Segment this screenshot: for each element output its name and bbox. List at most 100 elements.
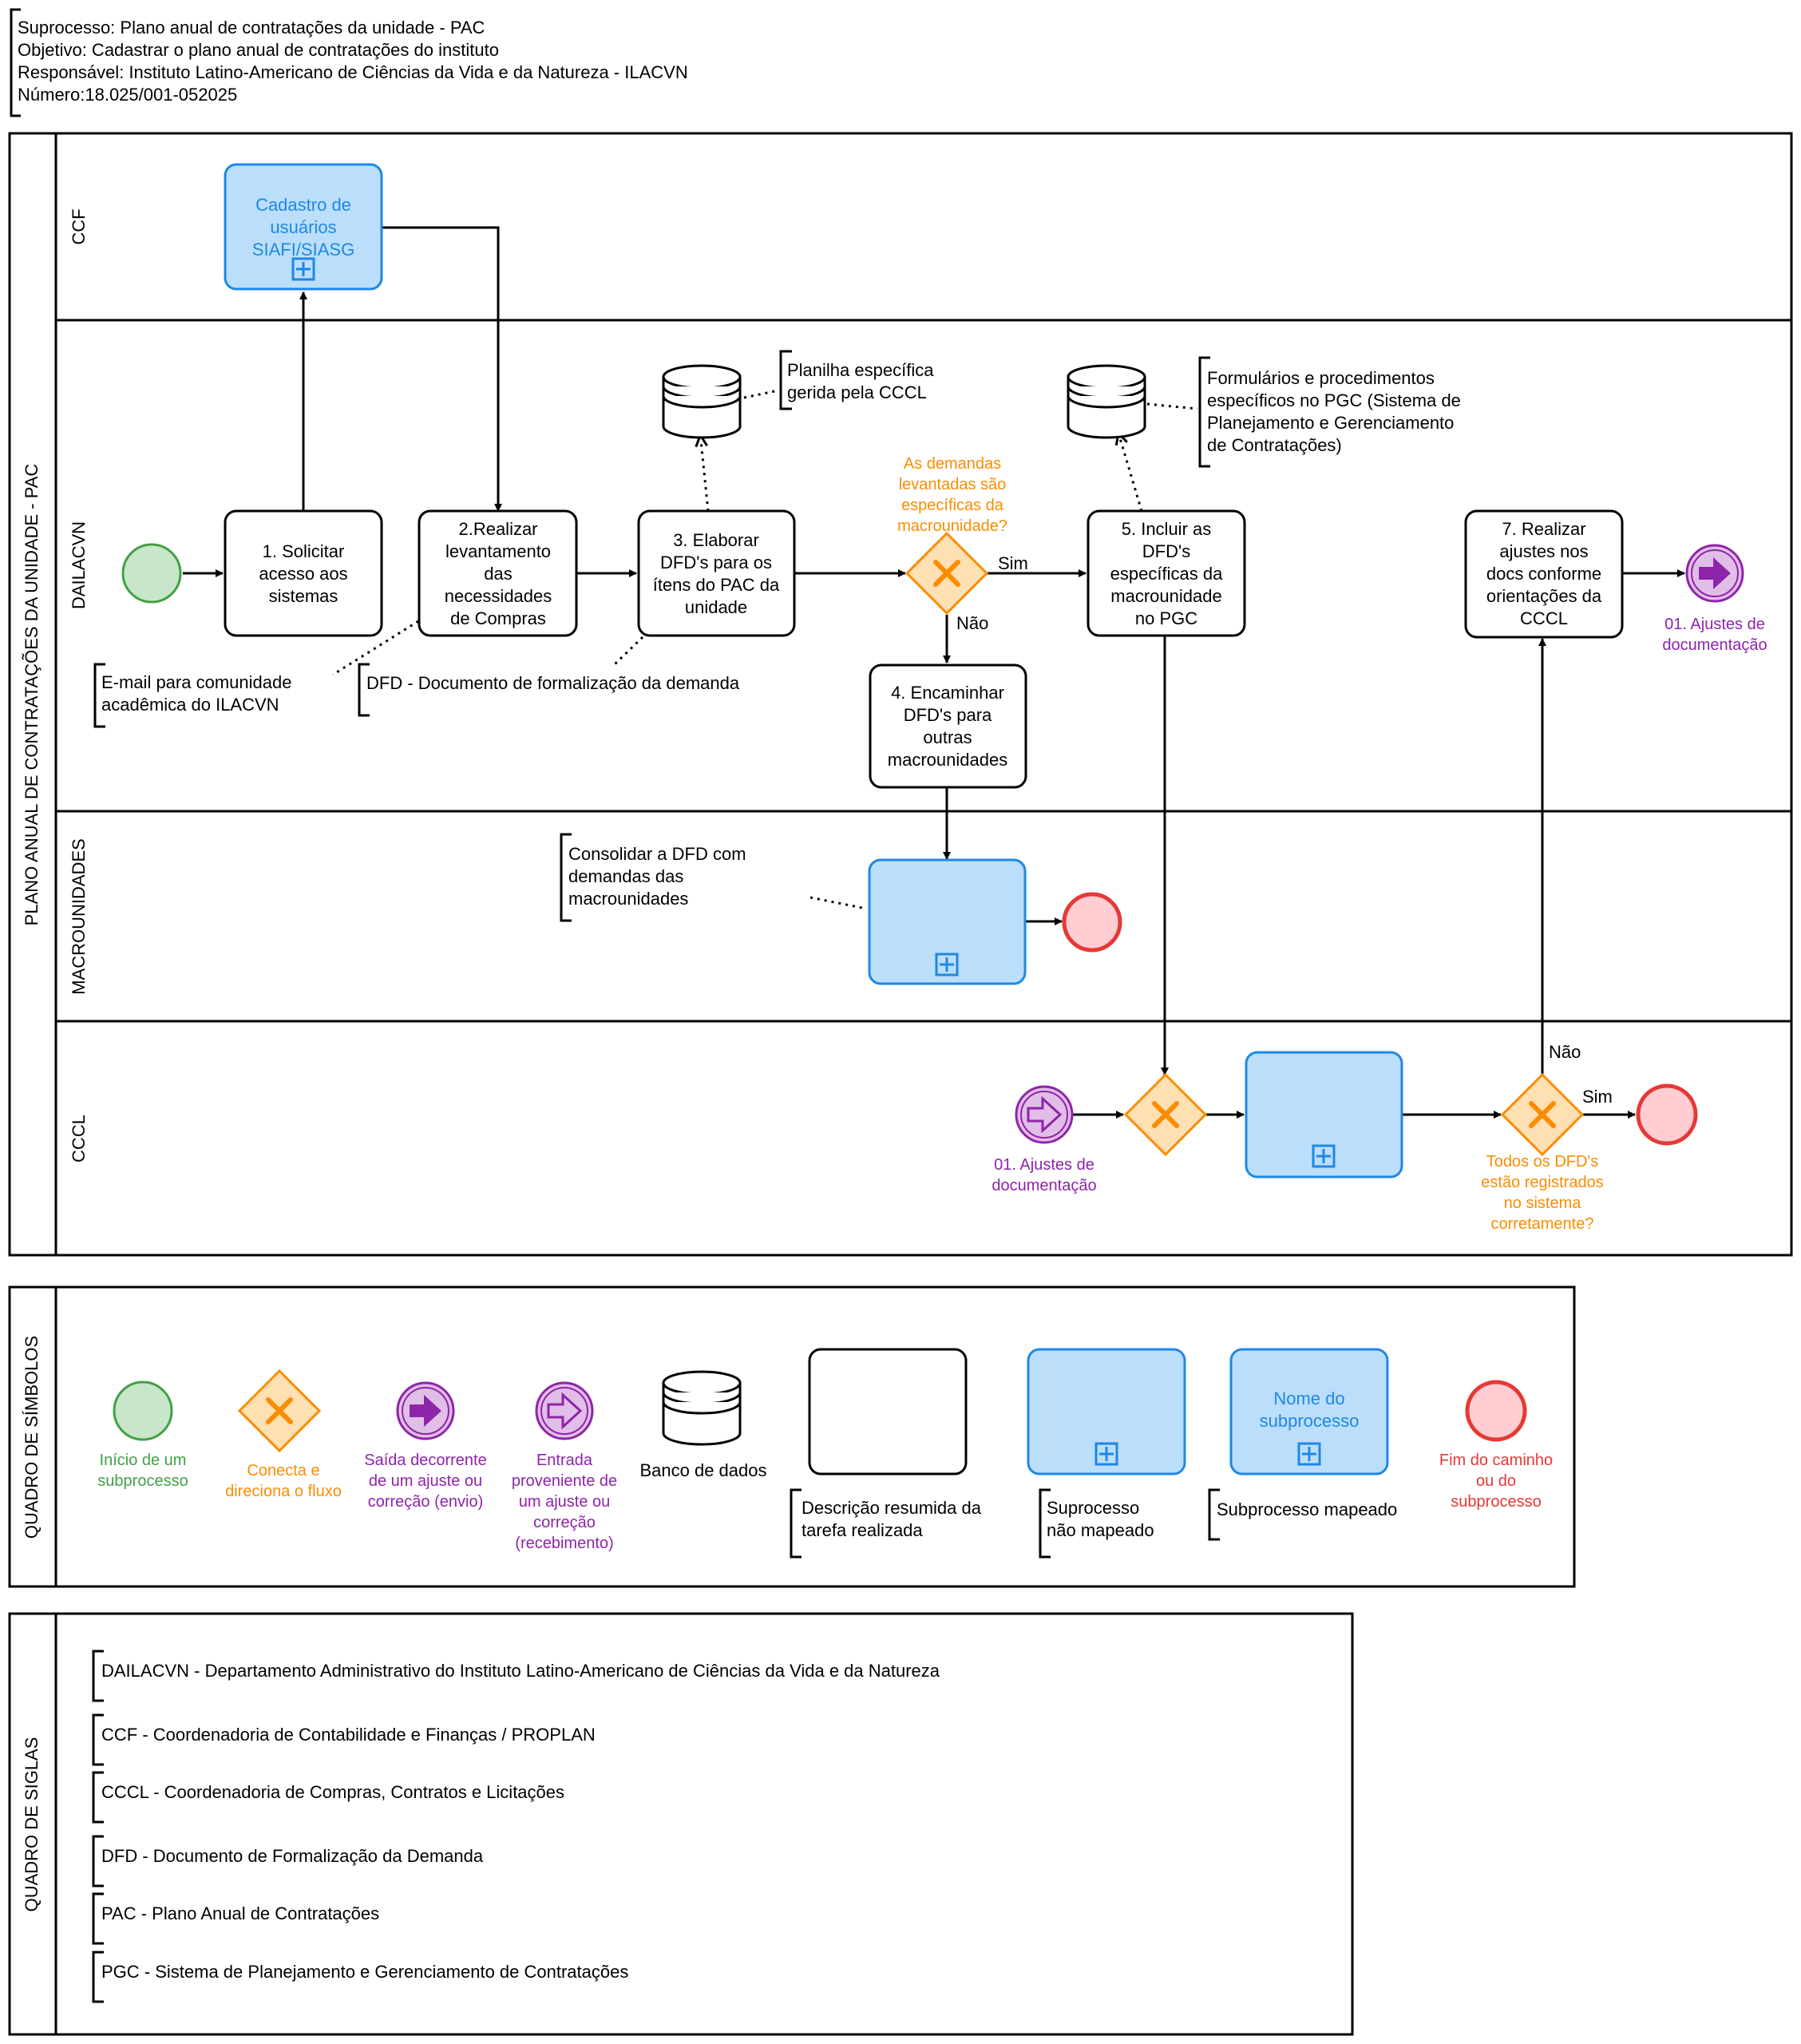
cadastro-label-2: usuários — [270, 217, 336, 237]
lane-dailacvn: DAILACVN — [69, 521, 89, 609]
gw1-label-1: As demandas — [904, 455, 1001, 473]
legend-gateway-label-2: direciona o fluxo — [225, 1483, 342, 1500]
legend-task-label-1: Descrição resumida da — [802, 1498, 982, 1518]
gateway-merge-cccl[interactable] — [1123, 1072, 1208, 1157]
legend-database-label: Banco de dados — [639, 1460, 766, 1480]
pool-title: PLANO ANUAL DE CONTRATAÇÕES DA UNIDADE -… — [22, 464, 42, 926]
legend-subprocess-mapped-symbol: Nome do subprocesso — [1229, 1348, 1389, 1476]
header-bracket — [10, 8, 21, 117]
end-event-cccl[interactable] — [1636, 1083, 1698, 1146]
task1-label-1: 1. Solicitar — [263, 541, 345, 561]
consolidar-line-2: demandas das — [568, 866, 683, 886]
assoc-task2-email — [332, 620, 419, 676]
task7-label-5: CCCL — [1520, 608, 1568, 628]
legend-sub-name-1: Nome do — [1273, 1388, 1344, 1408]
legend-task-symbol — [808, 1348, 968, 1476]
pool: PLANO ANUAL DE CONTRATAÇÕES DA UNIDADE -… — [8, 132, 1793, 1257]
cadastro-label-3: SIAFI/SIASG — [252, 240, 354, 259]
lane-ccf: CCF — [69, 208, 89, 244]
legend-sub-mapped-label: Subprocesso mapeado — [1217, 1499, 1397, 1519]
lane-macrounidades: MACROUNIDADES — [69, 838, 89, 995]
task7-label-3: docs conforme — [1486, 564, 1601, 584]
gw3-label-3: no sistema — [1504, 1194, 1582, 1212]
link-in-label-2: documentação — [992, 1177, 1096, 1194]
legend-link-in-label-2: proveniente de — [512, 1472, 617, 1490]
acronyms-panel: QUADRO DE SIGLAS DAILACVN - Departamento… — [8, 1612, 1354, 2036]
gw3-label-1: Todos os DFD's — [1486, 1153, 1599, 1171]
gateway-dfds-registrados[interactable]: Todos os DFD's estão registrados no sist… — [1481, 1072, 1604, 1233]
pool-frame — [8, 132, 1793, 1257]
acronym-cccl: CCCL - Coordenadoria de Compras, Contrat… — [101, 1782, 564, 1802]
end-event-macrounidades[interactable] — [1062, 892, 1122, 953]
task-3-elaborar-dfds[interactable]: 3. Elaborar DFD's para os ítens do PAC d… — [637, 509, 796, 637]
legend-end-label-1: Fim do caminho — [1439, 1452, 1553, 1469]
acronym-pac: PAC - Plano Anual de Contratações — [101, 1903, 379, 1923]
flow-cadastro-task2 — [382, 226, 502, 512]
associations — [332, 389, 1198, 910]
arrow-right-outline-icon — [1027, 1095, 1063, 1134]
legend-link-in-label-4: correção — [533, 1514, 596, 1531]
subprocess-cccl-registro[interactable] — [1245, 1051, 1403, 1178]
start-event[interactable] — [121, 543, 182, 604]
subprocess-consolidar-dfd[interactable] — [868, 858, 1027, 985]
subprocess-cadastro-usuarios[interactable]: Cadastro de usuários SIAFI/SIASG — [224, 163, 383, 291]
flow-label-sim-2: Sim — [1582, 1087, 1613, 1107]
gw1-label-4: macrounidade? — [897, 517, 1007, 535]
legend-link-out-label-1: Saída decorrente — [364, 1452, 486, 1469]
task2-label-4: necessidades — [445, 586, 552, 606]
task4-label-1: 4. Encaminhar — [891, 683, 1004, 703]
link-in-label-1: 01. Ajustes de — [994, 1156, 1094, 1174]
task2-label-2: levantamento — [445, 541, 551, 561]
legend-end-label-2: ou do — [1476, 1472, 1516, 1490]
legend-link-out-symbol — [396, 1381, 455, 1440]
task3-label-1: 3. Elaborar — [673, 530, 759, 550]
gateway-demandas-especificas[interactable]: As demandas levantadas são específicas d… — [897, 455, 1007, 616]
email-line-1: E-mail para comunidade — [101, 672, 291, 692]
task4-label-2: DFD's para — [904, 705, 992, 725]
legend-link-out-label-2: de um ajuste ou — [369, 1472, 482, 1490]
assoc-task3-dfd — [613, 636, 644, 666]
legend-database-icon — [662, 1370, 742, 1446]
annotation-dfd: DFD - Documento de formalização da deman… — [358, 663, 740, 717]
annotation-formularios: Formulários e procedimentos específicos … — [1198, 356, 1461, 468]
task4-label-3: outras — [923, 727, 972, 747]
header-objective: Objetivo: Cadastrar o plano anual de con… — [18, 40, 499, 60]
planilha-line-2: gerida pela CCCL — [787, 382, 927, 402]
task2-label-3: das — [484, 564, 512, 584]
task5-label-2: DFD's — [1142, 541, 1190, 561]
acronym-dfd: DFD - Documento de Formalização da Deman… — [101, 1846, 484, 1866]
assoc-db1-planilha — [743, 389, 779, 399]
header-number: Número:18.025/001-052025 — [18, 85, 237, 105]
legend-start-label-1: Início de um — [100, 1452, 187, 1469]
header-subprocess: Suprocesso: Plano anual de contratações … — [18, 18, 485, 38]
gw3-label-4: corretamente? — [1491, 1215, 1594, 1233]
arrow-right-filled-icon — [1699, 557, 1731, 589]
legend-task-label-2: tarefa realizada — [802, 1520, 923, 1540]
dfd-line-1: DFD - Documento de formalização da deman… — [366, 673, 740, 693]
task-1-solicitar-acesso[interactable]: 1. Solicitar acesso aos sistemas — [224, 509, 383, 637]
legend-link-in-label-3: um ajuste ou — [519, 1493, 611, 1511]
acronym-pgc: PGC - Sistema de Planejamento e Gerencia… — [101, 1962, 628, 1982]
arrow-right-outline-icon — [547, 1392, 583, 1430]
link-in-event[interactable] — [1015, 1085, 1074, 1144]
flow-label-sim-1: Sim — [998, 553, 1028, 573]
legend-title: QUADRO DE SÍMBOLOS — [22, 1336, 42, 1539]
legend-end-symbol — [1465, 1380, 1527, 1442]
task-2-realizar-levantamento[interactable]: 2.Realizar levantamento das necessidades… — [418, 509, 578, 637]
legend-panel: QUADRO DE SÍMBOLOS Início de um subproce… — [8, 1285, 1576, 1588]
formularios-line-4: de Contratações) — [1207, 435, 1342, 455]
annotation-email: E-mail para comunidade acadêmica do ILAC… — [93, 663, 291, 728]
task-4-encaminhar-dfds[interactable]: 4. Encaminhar DFD's para outras macrouni… — [869, 664, 1027, 789]
header-responsible: Responsável: Instituto Latino-Americano … — [18, 62, 688, 82]
legend-sub-name-2: subprocesso — [1260, 1411, 1360, 1431]
formularios-line-3: Planejamento e Gerenciamento — [1207, 413, 1454, 433]
link-out-event[interactable] — [1685, 544, 1744, 603]
task-5-incluir-dfds-pgc[interactable]: 5. Incluir as DFD's específicas da macro… — [1087, 509, 1246, 637]
task-7-realizar-ajustes[interactable]: 7. Realizar ajustes nos docs conforme or… — [1464, 509, 1624, 639]
link-out-label-2: documentação — [1662, 636, 1767, 654]
legend-gateway-label-1: Conecta e — [247, 1462, 319, 1480]
legend-sub-unmapped-label-1: Suprocesso — [1047, 1498, 1139, 1518]
acronym-dailacvn: DAILACVN - Departamento Administrativo d… — [101, 1661, 940, 1681]
header: Suprocesso: Plano anual de contratações … — [10, 8, 688, 117]
